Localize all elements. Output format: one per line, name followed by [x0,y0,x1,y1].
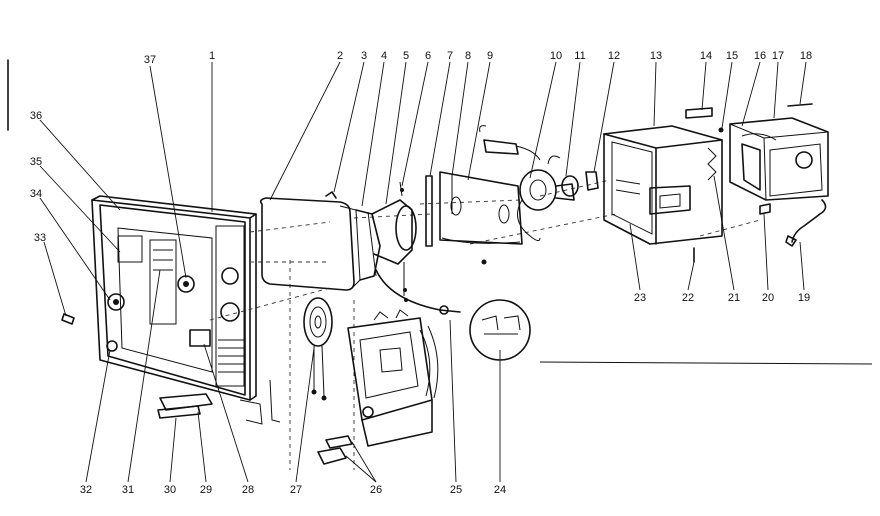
label-25: 25 [449,484,463,496]
label-35: 35 [29,156,43,168]
connector-top [479,125,541,161]
label-19: 19 [797,292,811,304]
label-6: 6 [424,50,432,62]
label-32: 32 [79,484,93,496]
label-5: 5 [402,50,410,62]
label-20: 20 [761,292,775,304]
tube-neck-assembly [325,181,417,302]
tube-bracket [425,171,523,265]
label-21: 21 [727,292,741,304]
back-chassis [729,117,829,201]
label-22: 22 [681,292,695,304]
label-11: 11 [574,50,586,62]
label-24: 24 [493,484,507,496]
label-34: 34 [29,188,43,200]
label-13: 13 [649,50,663,62]
label-17: 17 [771,50,785,62]
wire-detail [375,269,873,365]
label-1: 1 [208,50,216,62]
leader-lines [39,61,807,483]
label-15: 15 [725,50,739,62]
label-2: 2 [336,50,344,62]
label-12: 12 [607,50,621,62]
label-27: 27 [289,484,303,496]
power-cord [759,199,827,247]
label-16: 16 [753,50,767,62]
label-7: 7 [446,50,454,62]
label-10: 10 [549,50,563,62]
label-18: 18 [799,50,813,62]
top-parts [685,103,813,181]
label-3: 3 [360,50,368,62]
label-33: 33 [33,232,47,244]
speaker-assembly [517,155,599,242]
label-26: 26 [369,484,383,496]
speaker-grille [303,297,333,401]
label-30: 30 [163,484,177,496]
label-4: 4 [380,50,388,62]
label-23: 23 [633,292,647,304]
label-37: 37 [143,54,157,66]
cabinet-box [603,125,723,245]
main-chassis [317,309,439,465]
label-36: 36 [29,110,43,122]
label-9: 9 [486,50,494,62]
label-14: 14 [699,50,713,62]
projection-lines [209,179,761,470]
label-8: 8 [464,50,472,62]
label-29: 29 [199,484,213,496]
label-31: 31 [121,484,135,496]
picture-tube [259,197,381,291]
label-28: 28 [241,484,255,496]
front-cabinet [61,195,281,425]
